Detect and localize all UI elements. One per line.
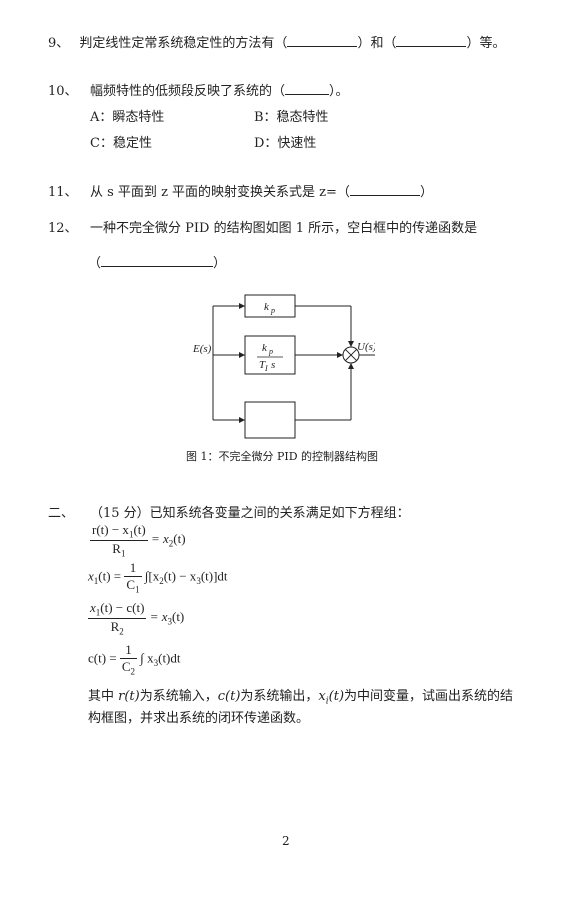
ki-num: k [262,342,268,354]
q11-number: 11、 [48,185,78,200]
q12-blank[interactable] [101,254,214,267]
figure-caption: 图 1：不完全微分 PID 的控制器结构图 [186,450,379,463]
question-9: 9、 判定线性定常系统稳定性的方法有（ ）和（ ）等。 [48,32,505,51]
q12-answer-line: （） [88,252,226,271]
ki-num-sub: p [268,347,273,356]
page-number: 2 [282,834,290,848]
equation-2: x1(t) = 1 C1 ∫[x2(t) − x3(t)]dt [88,560,228,595]
q9-text-a: 判定线性定常系统稳定性的方法有（ [79,36,288,51]
q9-blank-1[interactable] [287,34,358,47]
q10-text: 幅频特性的低频段反映了系统的（ [90,84,286,99]
q10-number: 10、 [48,84,78,99]
part2-intro: （15 分）已知系统各变量之间的关系满足如下方程组： [90,506,410,521]
q10-text-end: ）。 [329,84,349,99]
q10-blank[interactable] [285,82,330,95]
q10-option-b: B：稳态特性 [254,110,329,125]
q10-option-d: D：快速性 [254,136,317,151]
q10-stem: 幅频特性的低频段反映了系统的（ ）。 [90,80,349,99]
q9-blank-2[interactable] [396,34,467,47]
part2-description-line2: 构框图，并求出系统的闭环传递函数。 [88,711,310,726]
kp-block [244,294,296,318]
q12-paren-open: （ [88,256,102,271]
q9-text-c: ）等。 [466,36,506,51]
kp-label: k [264,301,270,313]
ki-den: T [259,359,266,371]
equation-3: x1(t) − c(t) R2 = x3(t) [88,600,185,637]
question-11: 从 s 平面到 z 平面的映射变换关系式是 z=（ ） [90,181,433,200]
input-label: E(s) [192,343,212,355]
q12-paren-close: ） [213,256,227,271]
q9-text-b: ）和（ [357,36,397,51]
equation-4: c(t) = 1 C2 ∫ x3(t)dt [88,642,181,677]
blank-block [244,401,296,439]
ki-den-s: s [271,359,275,371]
q12-number: 12、 [48,221,78,236]
part2-description-line1: 其中 r(t)为系统输入，c(t)为系统输出，xi(t)为中间变量，试画出系统的… [88,689,514,707]
kp-sub: p [270,306,275,315]
ki-den-sub: I [264,364,268,373]
output-label: U(s) [357,341,375,353]
q9-number: 9、 [48,36,70,51]
q11-text-end: ） [419,185,433,200]
pid-block-diagram: E(s) U(s) k p k p T I s [192,294,375,439]
q12-text: 一种不完全微分 PID 的结构图如图 1 所示，空白框中的传递函数是 [90,221,478,236]
q11-text: 从 s 平面到 z 平面的映射变换关系式是 z=（ [90,185,350,200]
equation-1: r(t) − x1(t) R1 = x2(t) [90,522,186,559]
q10-option-a: A：瞬态特性 [90,110,165,125]
q10-option-c: C：稳定性 [90,136,152,151]
question-10: 10、 [48,80,78,99]
q11-blank[interactable] [349,183,420,196]
part2-number: 二、 [48,506,75,521]
